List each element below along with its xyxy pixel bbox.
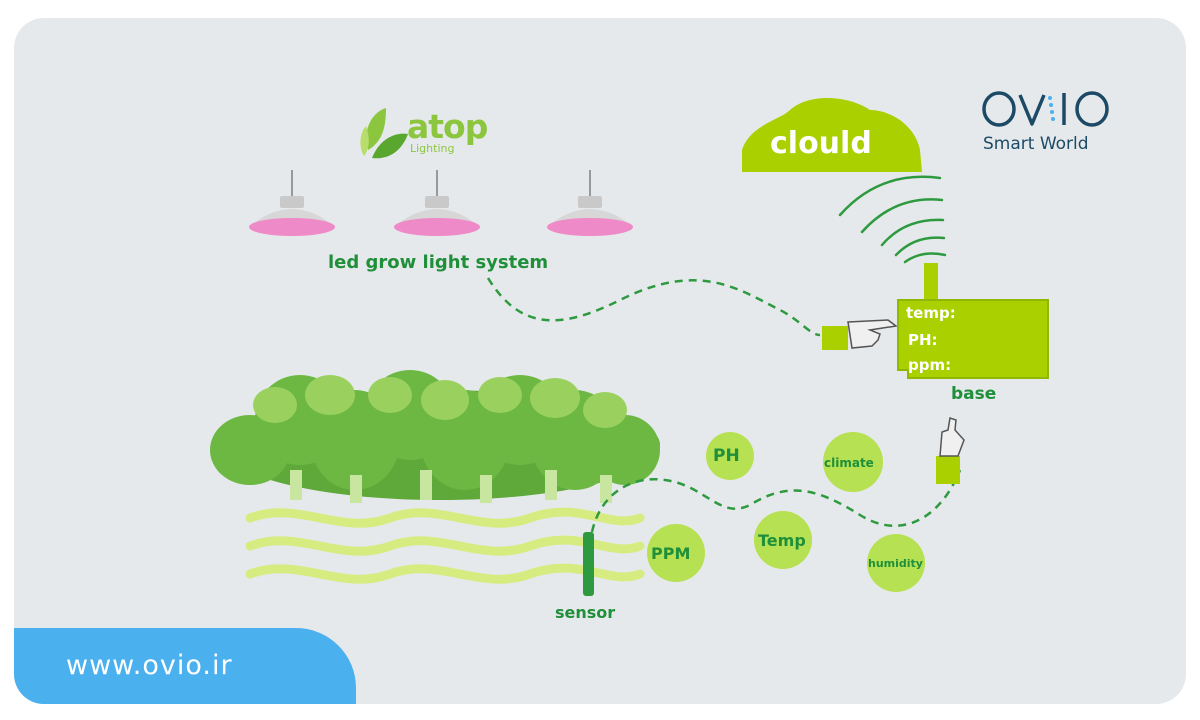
sensor-to-base-connection xyxy=(590,469,962,533)
climate-circle-label: climate xyxy=(824,456,874,470)
grow-light-icon xyxy=(394,170,480,236)
humidity-circle-label: humidity xyxy=(868,557,923,570)
brand-tagline: Smart World xyxy=(983,134,1089,154)
website-link[interactable]: www.ovio.ir xyxy=(66,650,233,681)
atop-leaf-icon xyxy=(360,108,408,159)
lettuce-plants xyxy=(210,370,660,503)
climate-circle xyxy=(823,432,883,492)
ppm-circle-label: PPM xyxy=(651,544,691,563)
temp-circle xyxy=(754,511,812,569)
base-label: base xyxy=(951,384,997,404)
cloud-label: clould xyxy=(770,126,872,161)
grow-light-icon xyxy=(249,170,335,236)
ppm-circle xyxy=(647,524,705,582)
ph-circle-label: PH xyxy=(713,446,740,466)
humidity-circle xyxy=(867,534,925,592)
atop-logo-text: atop xyxy=(407,107,488,146)
base-reading-ppm: ppm: xyxy=(908,356,952,374)
footer-banner xyxy=(14,628,356,704)
sensor-label: sensor xyxy=(555,603,616,622)
base-reading-ph: PH: xyxy=(908,331,938,349)
grow-light-icon xyxy=(547,170,633,236)
temp-circle-label: Temp xyxy=(758,531,806,550)
lights-label: led grow light system xyxy=(328,252,549,273)
pointing-hand-icon xyxy=(822,319,898,350)
base-device xyxy=(897,263,1049,379)
cloud-shape xyxy=(742,97,922,172)
lights-to-base-connection xyxy=(486,277,821,337)
wifi-signal-icon xyxy=(838,175,947,264)
sensor-probe xyxy=(583,532,594,596)
ph-circle xyxy=(706,432,754,480)
raised-hand-icon xyxy=(936,417,965,484)
ovio-logo xyxy=(982,91,1109,127)
water-waves xyxy=(245,507,645,584)
atop-logo-subtext: Lighting xyxy=(410,142,455,155)
base-reading-temp: temp: xyxy=(906,304,956,322)
